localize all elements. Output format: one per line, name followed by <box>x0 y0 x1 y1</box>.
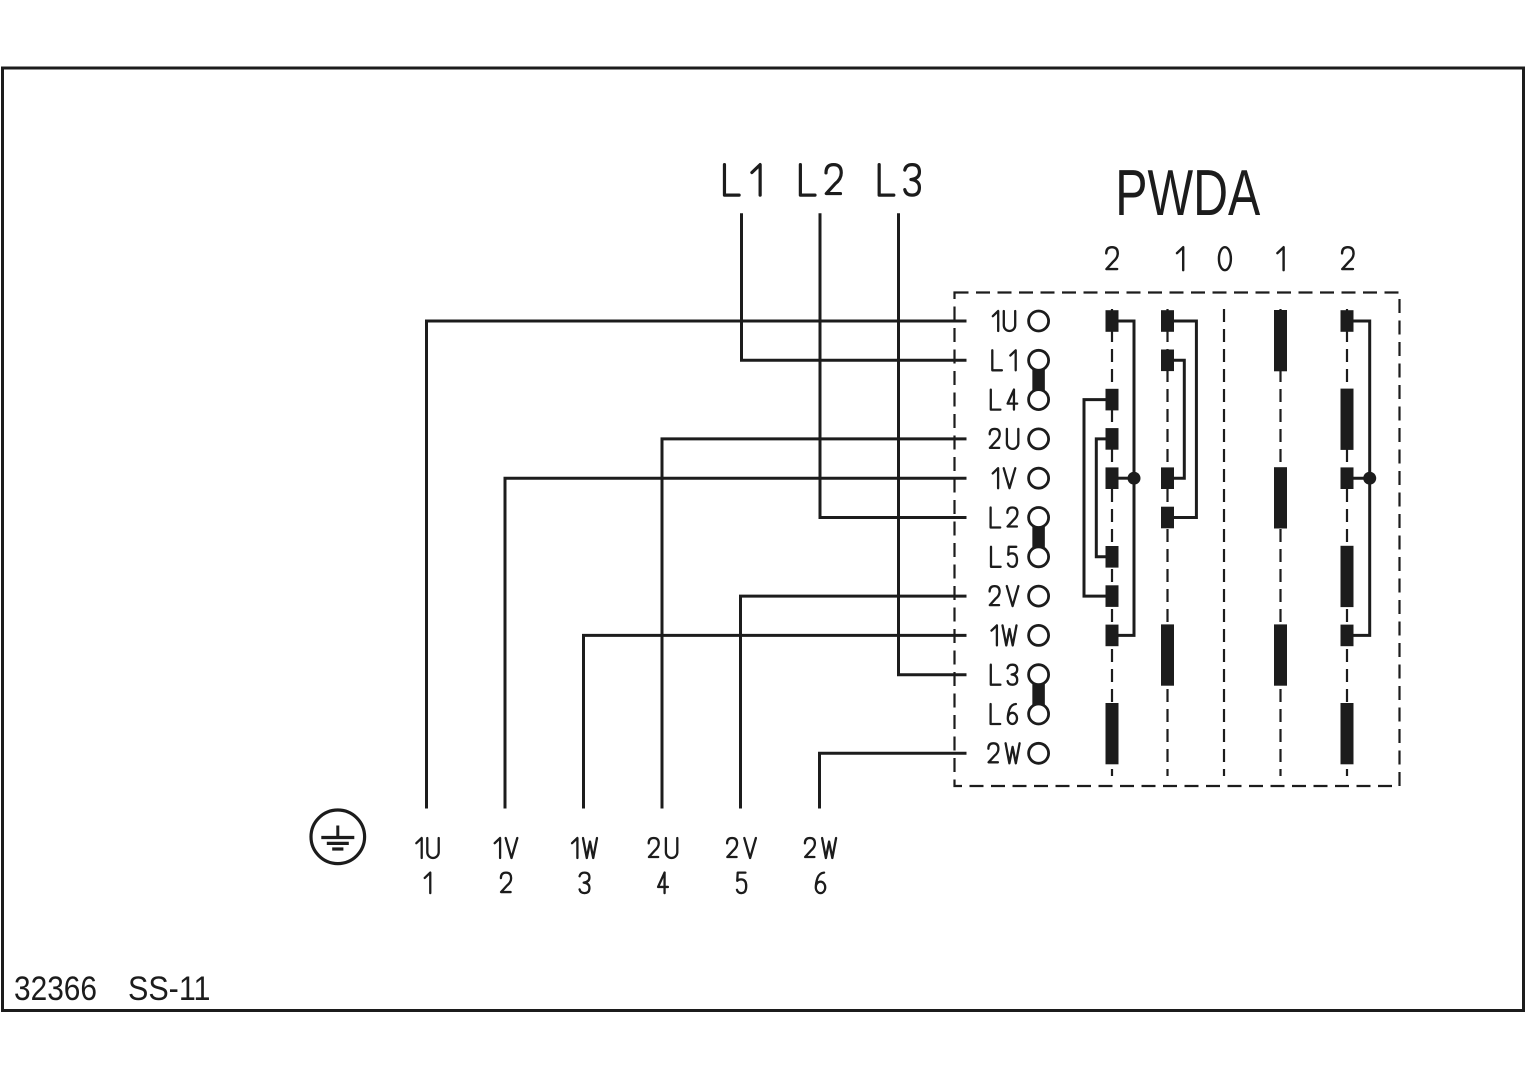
svg-text:32366: 32366 <box>14 970 97 1008</box>
svg-text:SS-11: SS-11 <box>128 970 211 1008</box>
svg-text:PWDA: PWDA <box>1115 156 1260 229</box>
